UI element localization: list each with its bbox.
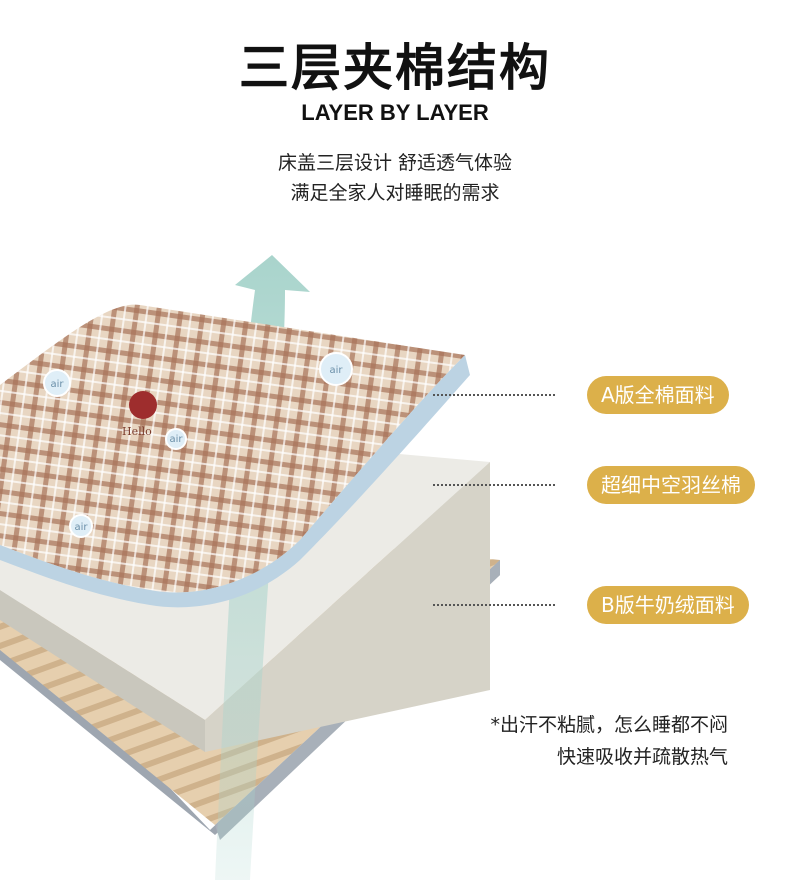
air-bubble-icon: air	[43, 369, 71, 397]
svg-text:air: air	[50, 379, 64, 390]
svg-text:air: air	[74, 522, 88, 533]
leader-line	[433, 604, 555, 606]
air-bubble-icon: air	[69, 514, 93, 538]
layer-b-badge: B版牛奶绒面料	[587, 586, 749, 624]
hello-print: Hello	[122, 425, 152, 438]
note-line-2: 快速吸收并疏散热气	[556, 746, 728, 768]
description-line-2: 满足全家人对睡眠的需求	[290, 182, 500, 204]
description-line-1: 床盖三层设计 舒适透气体验	[277, 152, 513, 174]
air-bubble-icon: air	[165, 428, 187, 450]
page-title: 三层夹棉结构	[239, 39, 551, 97]
note-line-1: *出汗不粘腻，怎么睡都不闷	[490, 714, 728, 736]
layer-a-badge: A版全棉面料	[587, 376, 729, 414]
svg-text:air: air	[169, 434, 183, 445]
layer-middle-badge: 超细中空羽丝棉	[587, 466, 755, 504]
leader-line	[433, 484, 555, 486]
page-subtitle: LAYER BY LAYER	[301, 100, 489, 125]
svg-text:air: air	[329, 365, 343, 376]
leader-line	[433, 394, 555, 396]
air-bubble-icon: air	[319, 352, 353, 386]
